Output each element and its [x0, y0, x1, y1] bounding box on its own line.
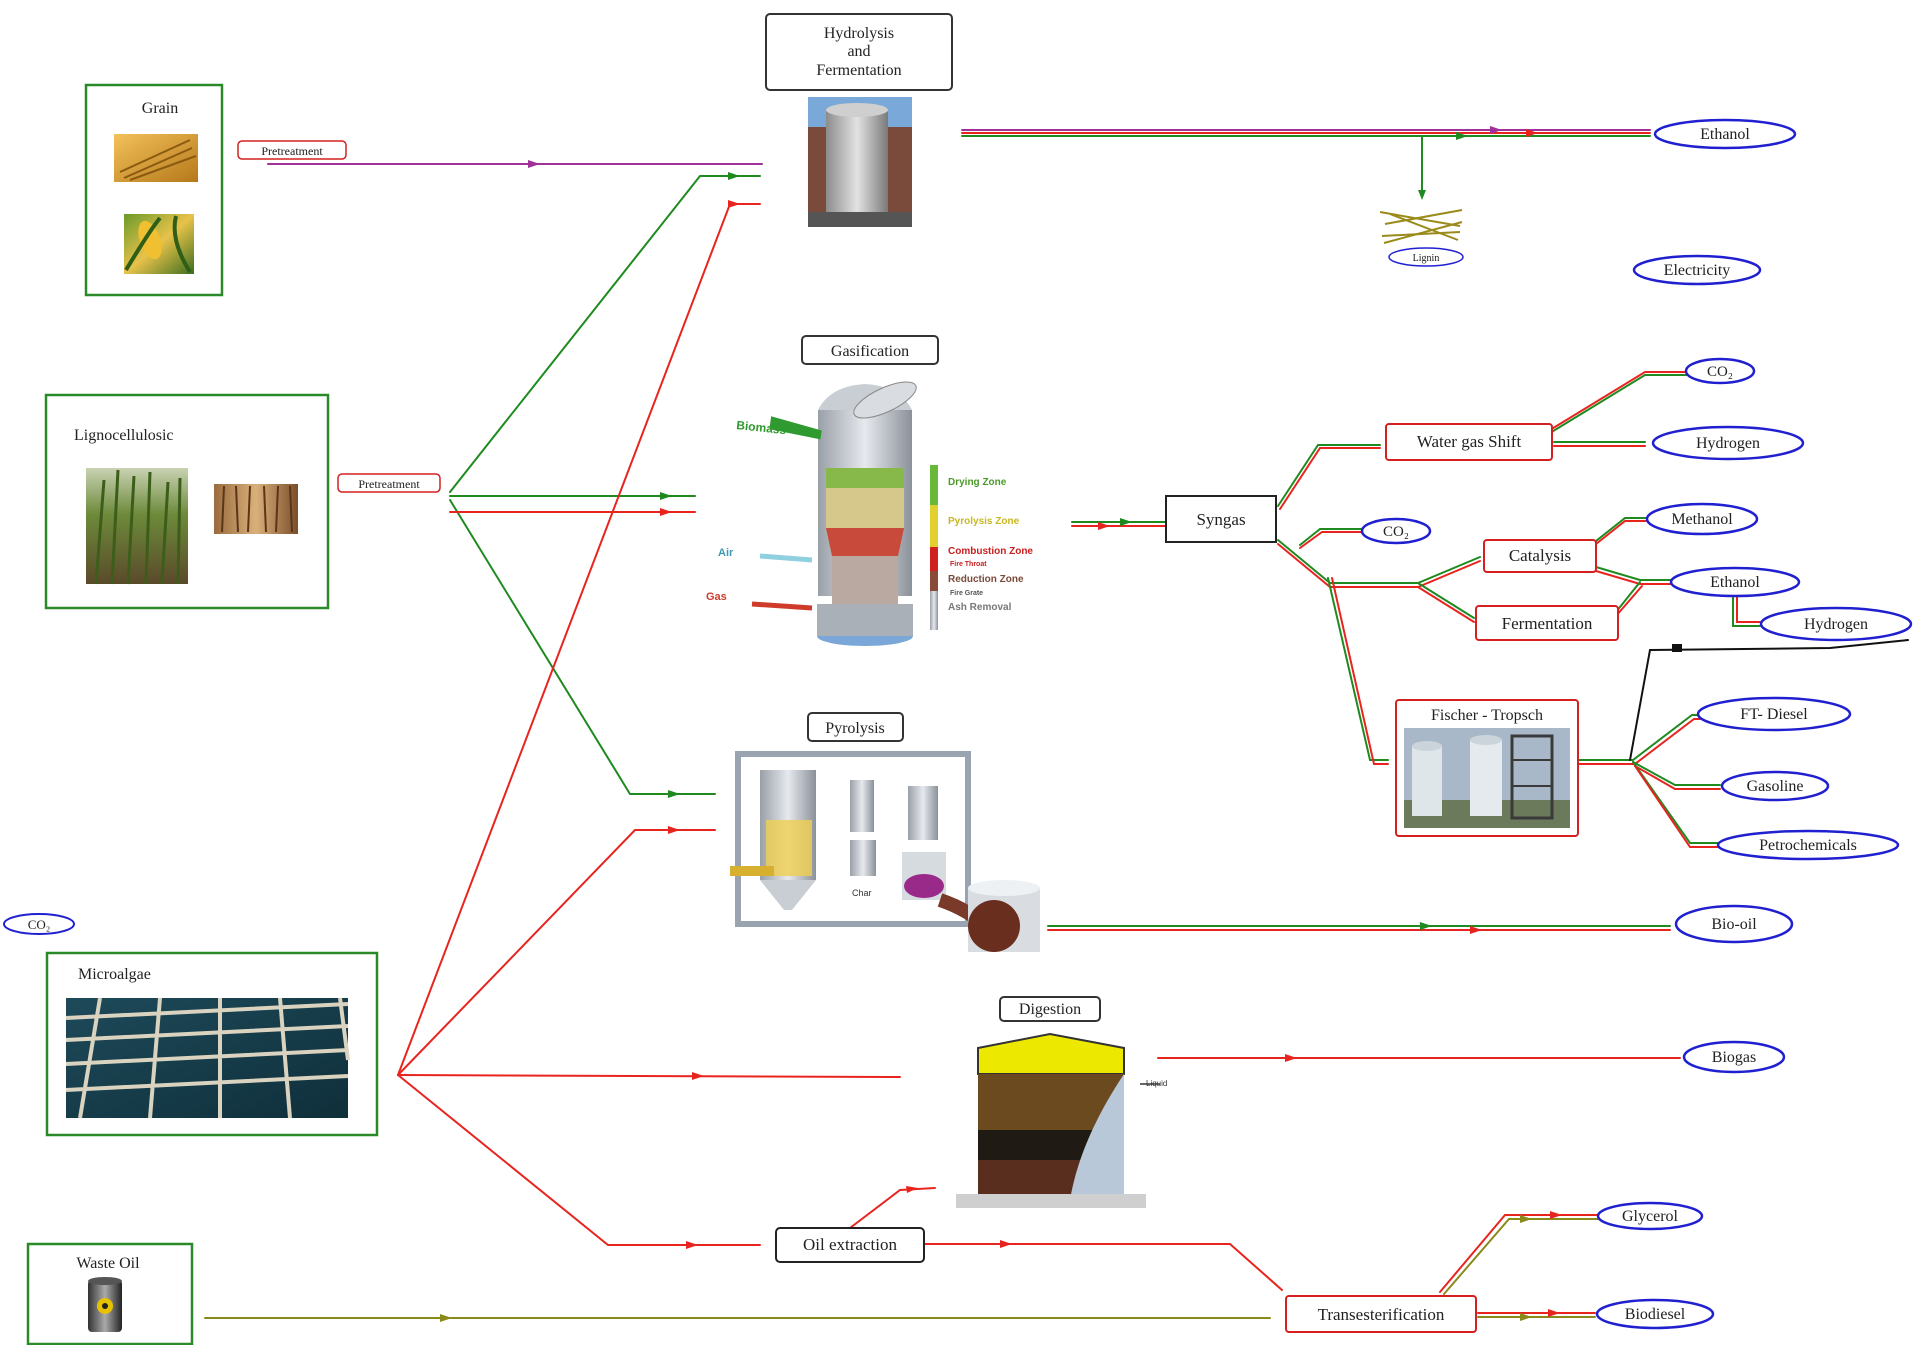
- ft-plant-photo: [1404, 728, 1570, 828]
- lignin-label: Lignin: [1413, 253, 1440, 264]
- gasifier-air-label: Air: [718, 547, 734, 559]
- grain-photo: [114, 134, 198, 182]
- process-fermentation: Fermentation: [1475, 605, 1619, 641]
- digester-illustration: [956, 1032, 1160, 1208]
- biodiesel-label: Biodiesel: [1625, 1306, 1686, 1323]
- gasifier-gas-label: Gas: [706, 591, 727, 603]
- process-fischer-tropsch: Fischer - Tropsch: [1395, 699, 1579, 837]
- ethanol-top-label: Ethanol: [1700, 126, 1750, 143]
- pretreatment-grain-label: Pretreatment: [261, 144, 323, 158]
- corn-photo: [124, 214, 194, 274]
- gasifier-illustration: [751, 381, 938, 646]
- co2-syngas-label: CO₂: [1383, 524, 1409, 540]
- process-transesterification: Transesterification: [1285, 1295, 1477, 1333]
- oil-extraction-label: Oil extraction: [803, 1235, 897, 1254]
- product-glycerol: Glycerol: [1596, 1201, 1704, 1231]
- source-waste-oil: Waste Oil: [26, 1242, 194, 1345]
- source-grain: Grain: [84, 83, 224, 297]
- ft-diesel-label: FT- Diesel: [1740, 706, 1808, 723]
- product-co2-syngas: CO₂: [1360, 517, 1432, 545]
- pyrolysis-char-label: Char: [852, 888, 872, 898]
- process-syngas: Syngas: [1165, 495, 1277, 543]
- pyrolysis-illustration: [730, 751, 1040, 952]
- bio-oil-label: Bio-oil: [1711, 916, 1757, 933]
- hydrolysis-label-1: Hydrolysis: [824, 25, 894, 42]
- product-biogas: Biogas: [1682, 1040, 1786, 1074]
- product-electricity: Electricity: [1632, 254, 1762, 286]
- hydrolysis-label-3: Fermentation: [816, 62, 901, 79]
- process-pyrolysis: Pyrolysis Char: [730, 712, 1040, 952]
- process-catalysis: Catalysis: [1483, 539, 1597, 573]
- product-biodiesel: Biodiesel: [1595, 1298, 1715, 1330]
- product-ft-diesel: FT- Diesel: [1696, 696, 1852, 732]
- pretreatment-grain: Pretreatment: [237, 140, 347, 160]
- product-co2-wgs: CO₂: [1684, 357, 1756, 385]
- pyrolysis-label: Pyrolysis: [825, 720, 885, 737]
- gasifier-ash-label: Ash Removal: [948, 602, 1012, 613]
- transesterification-label: Transesterification: [1318, 1305, 1445, 1324]
- water-gas-shift-label: Water gas Shift: [1417, 432, 1522, 451]
- product-ethanol-top: Ethanol: [1653, 118, 1797, 150]
- product-ethanol-mid: Ethanol: [1669, 566, 1801, 598]
- gasifier-fire-throat-label: Fire Throat: [950, 561, 987, 568]
- waste-oil-label: Waste Oil: [76, 1255, 140, 1272]
- hydrogen-wgs-label: Hydrogen: [1696, 435, 1760, 452]
- gasifier-drying-label: Drying Zone: [948, 477, 1007, 488]
- gasifier-fire-grate-label: Fire Grate: [950, 590, 983, 597]
- process-hydrolysis: Hydrolysis and Fermentation: [765, 13, 953, 227]
- hydrolysis-label-2: and: [847, 43, 870, 60]
- pretreatment-ligno-label: Pretreatment: [358, 477, 420, 491]
- pretreatment-ligno: Pretreatment: [337, 473, 441, 493]
- co2-microalgae-oval: CO₂: [3, 913, 75, 935]
- gasifier-biomass-label: Biomass: [736, 418, 788, 437]
- gasifier-pyrolysis-label: Pyrolysis Zone: [948, 516, 1020, 527]
- process-digestion: Digestion Liquid: [956, 996, 1167, 1208]
- source-microalgae: Microalgae: [45, 951, 379, 1137]
- fermentation-label: Fermentation: [1502, 614, 1593, 633]
- product-methanol: Methanol: [1645, 502, 1759, 536]
- product-gasoline: Gasoline: [1720, 770, 1830, 802]
- process-oil-extraction: Oil extraction: [775, 1227, 925, 1263]
- grain-label: Grain: [142, 100, 178, 117]
- product-bio-oil: Bio-oil: [1674, 904, 1794, 944]
- product-hydrogen-mid: Hydrogen: [1759, 606, 1913, 642]
- product-petrochemicals: Petrochemicals: [1716, 829, 1900, 861]
- glycerol-label: Glycerol: [1622, 1208, 1679, 1225]
- biogas-label: Biogas: [1712, 1049, 1756, 1066]
- flow-arrows: [440, 126, 1682, 1322]
- oil-barrel-icon: [88, 1277, 122, 1332]
- product-hydrogen-wgs: Hydrogen: [1651, 425, 1805, 461]
- electricity-label: Electricity: [1664, 262, 1731, 279]
- silo-photo: [808, 97, 912, 227]
- process-water-gas-shift: Water gas Shift: [1385, 423, 1553, 461]
- grass-photo: [86, 468, 188, 585]
- lignin-node: Lignin: [1379, 209, 1464, 267]
- gasoline-label: Gasoline: [1747, 778, 1804, 795]
- petrochemicals-label: Petrochemicals: [1759, 837, 1857, 854]
- digestion-label: Digestion: [1019, 1001, 1081, 1018]
- fischer-tropsch-label: Fischer - Tropsch: [1431, 707, 1543, 724]
- co2-microalgae-label: CO₂: [28, 917, 51, 932]
- source-lignocellulosic: Lignocellulosic: [44, 393, 330, 610]
- methanol-label: Methanol: [1671, 511, 1733, 528]
- algae-pond-photo: [65, 997, 350, 1119]
- wood-photo: [214, 484, 298, 534]
- gasifier-reduction-label: Reduction Zone: [948, 574, 1024, 585]
- gasifier-combustion-label: Combustion Zone: [948, 546, 1033, 557]
- lignocellulosic-label: Lignocellulosic: [74, 427, 174, 444]
- catalysis-label: Catalysis: [1509, 546, 1571, 565]
- ethanol-mid-label: Ethanol: [1710, 574, 1760, 591]
- microalgae-label: Microalgae: [78, 966, 151, 983]
- syngas-label: Syngas: [1196, 510, 1245, 529]
- hydrogen-mid-label: Hydrogen: [1804, 616, 1868, 633]
- lignin-icon: [1379, 209, 1463, 244]
- gasification-label: Gasification: [831, 343, 909, 360]
- process-gasification: Gasification Biomass Air Gas Drying Zone…: [706, 335, 1033, 646]
- digester-liquid-label: Liquid: [1146, 1079, 1167, 1088]
- co2-wgs-label: CO₂: [1707, 364, 1733, 380]
